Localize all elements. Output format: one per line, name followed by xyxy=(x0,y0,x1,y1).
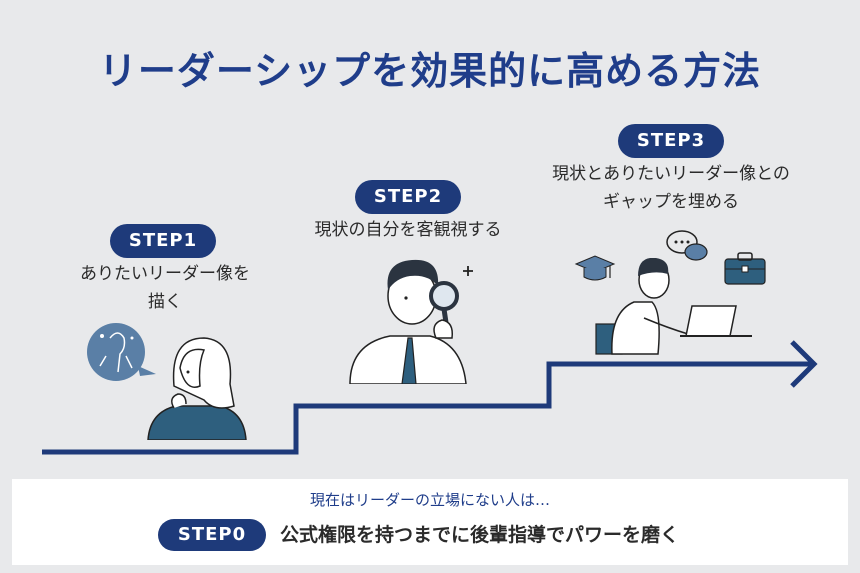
speech-bubbles-icon xyxy=(666,230,708,261)
step3-line-1: 現状とありたいリーダー像との xyxy=(552,164,790,184)
thinking-woman-icon xyxy=(87,323,247,440)
step3-badge: STEP3 xyxy=(618,124,724,158)
step0-text: 公式権限を持つまでに後輩指導でパワーを磨く xyxy=(280,524,680,546)
step3-line-2: ギャップを埋める xyxy=(603,192,739,212)
briefcase-icon xyxy=(724,252,766,285)
laptop-worker-icon xyxy=(595,258,752,355)
page-title: リーダーシップを効果的に高める方法 xyxy=(98,49,762,93)
step2-badge: STEP2 xyxy=(355,180,461,214)
step1-badge: STEP1 xyxy=(110,224,216,258)
step0-panel: 現在はリーダーの立場にない人は… STEP0 公式権限を持つまでに後輩指導でパワ… xyxy=(12,479,848,565)
step0-badge: STEP0 xyxy=(158,519,266,551)
magnifier-man-icon xyxy=(349,259,473,384)
step1-line-2: 描く xyxy=(148,292,182,312)
step1-line-1: ありたいリーダー像を xyxy=(80,264,250,284)
step1-description: ありたいリーダー像を 描く xyxy=(40,260,290,316)
step0-subtitle: 現在はリーダーの立場にない人は… xyxy=(309,491,550,509)
step2-line-1: 現状の自分を客観視する xyxy=(314,220,502,240)
step2-description: 現状の自分を客観視する xyxy=(280,216,536,244)
graduation-cap-icon xyxy=(574,255,616,281)
step3-description: 現状とありたいリーダー像との ギャップを埋める xyxy=(520,160,822,216)
